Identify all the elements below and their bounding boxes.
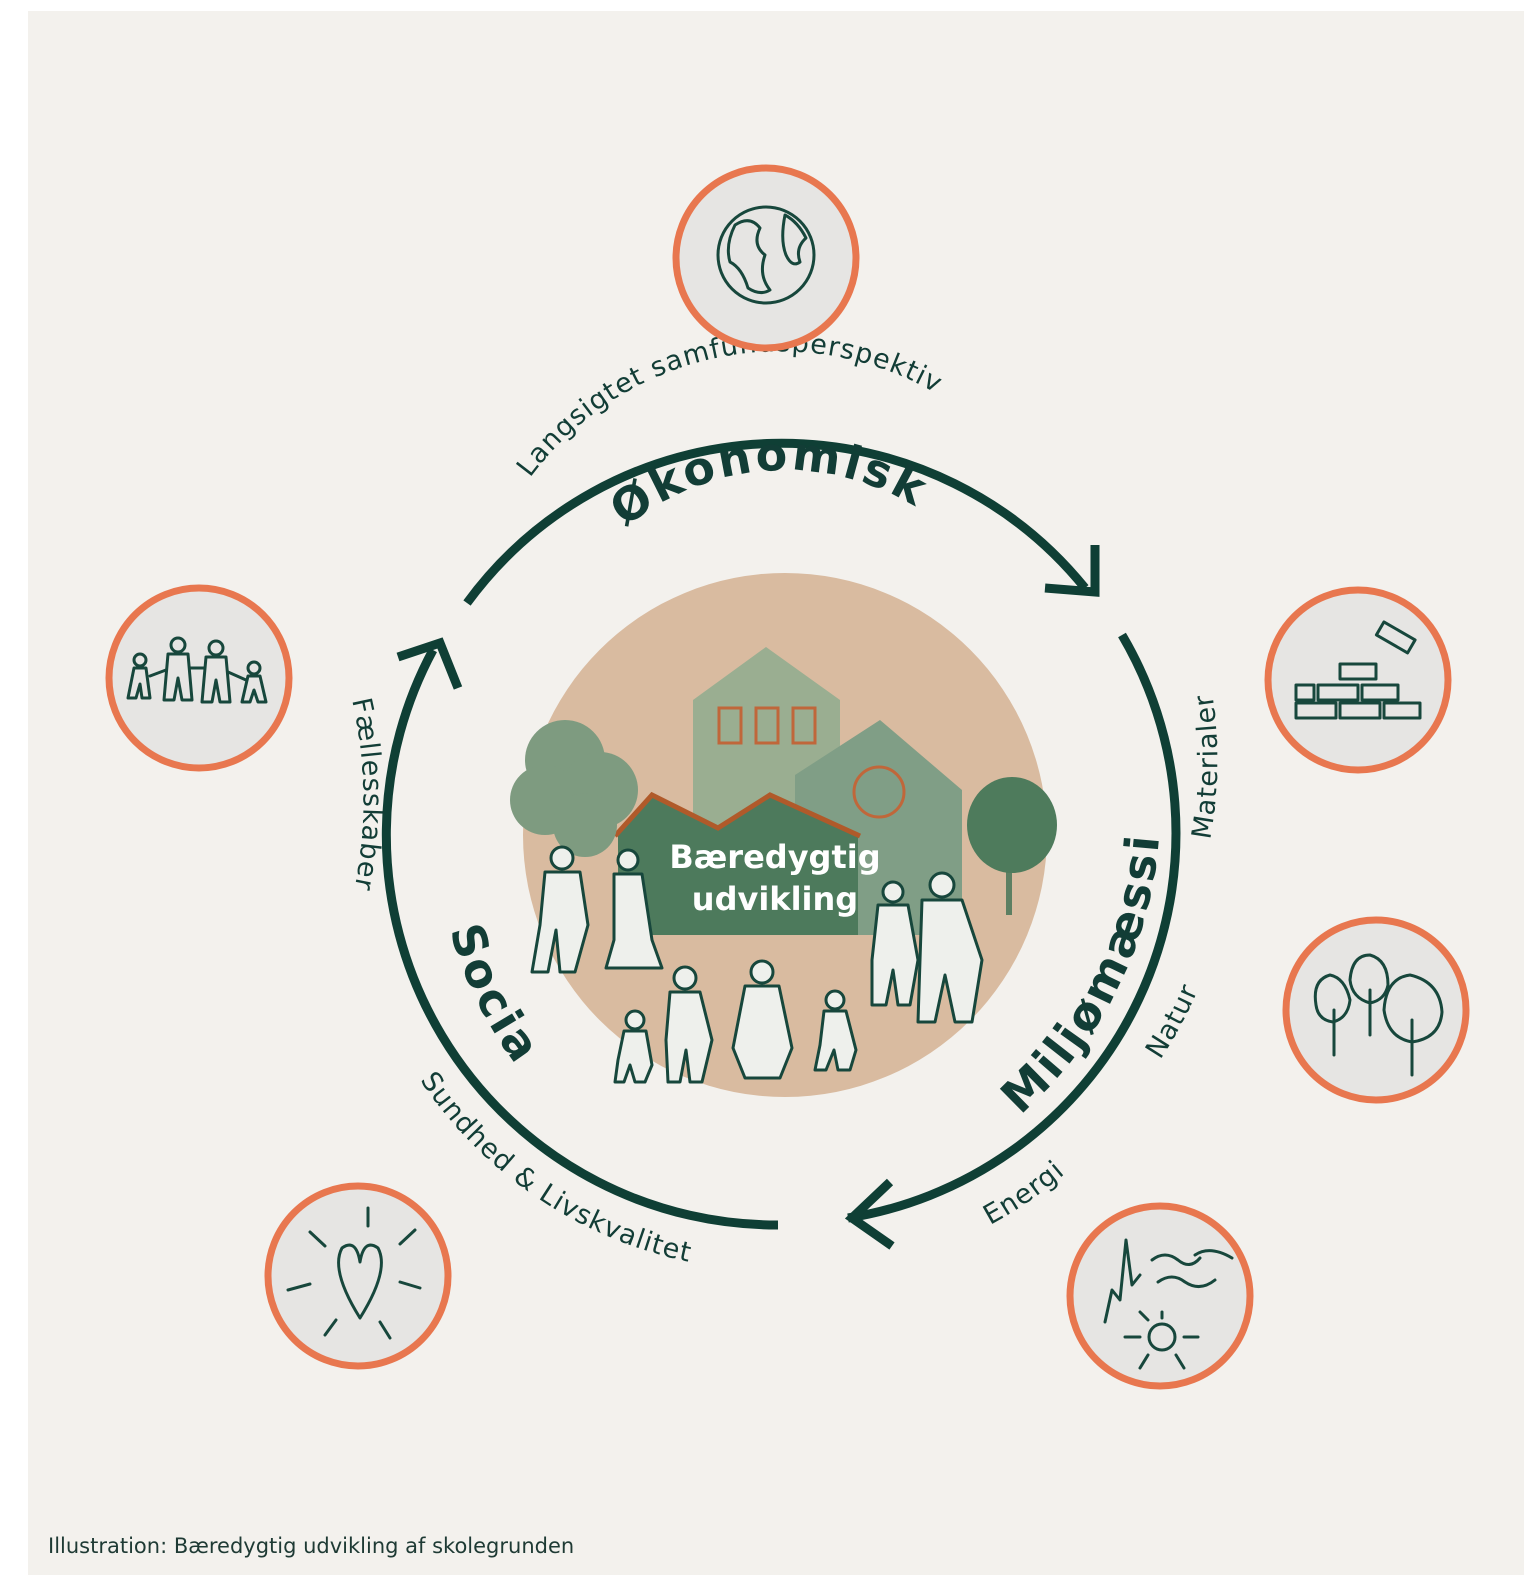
- figure-caption: Illustration: Bæredygtig udvikling af sk…: [48, 1534, 575, 1558]
- arrow-social-to-economic: [381, 647, 779, 1230]
- arrowhead-social: [396, 637, 463, 690]
- label-nature: Natur: [1140, 979, 1205, 1063]
- arrow-environment-to-social: [847, 632, 1181, 1223]
- label-health: Sundhed & Livskvalitet: [414, 1066, 694, 1269]
- label-economic: Økonomisk: [600, 426, 938, 536]
- energy-icon: [1066, 1202, 1254, 1390]
- tree-right: [967, 777, 1057, 915]
- arrow-economic-to-environment: [463, 438, 1089, 606]
- people-group: [530, 845, 984, 1084]
- family-icon: [105, 584, 293, 772]
- label-community: Fællesskaber: [345, 695, 387, 894]
- front-building: [618, 795, 858, 935]
- center-illustration: Bæredygtig udvikling: [510, 573, 1057, 1097]
- center-title-line2: udvikling: [692, 880, 858, 918]
- tree-left: [510, 720, 638, 857]
- bricks-icon: [1264, 586, 1452, 774]
- label-social: Social: [0, 0, 553, 1074]
- cycle-arrows: [381, 438, 1181, 1250]
- label-materials: Materialer: [1186, 692, 1224, 841]
- trees-icon: [1282, 916, 1470, 1104]
- center-title-line1: Bæredygtig: [669, 838, 880, 876]
- arrowhead-environment: [844, 1178, 895, 1250]
- arrowhead-economic: [1044, 545, 1100, 597]
- globe-icon: [672, 164, 860, 352]
- heart-icon: [264, 1182, 452, 1370]
